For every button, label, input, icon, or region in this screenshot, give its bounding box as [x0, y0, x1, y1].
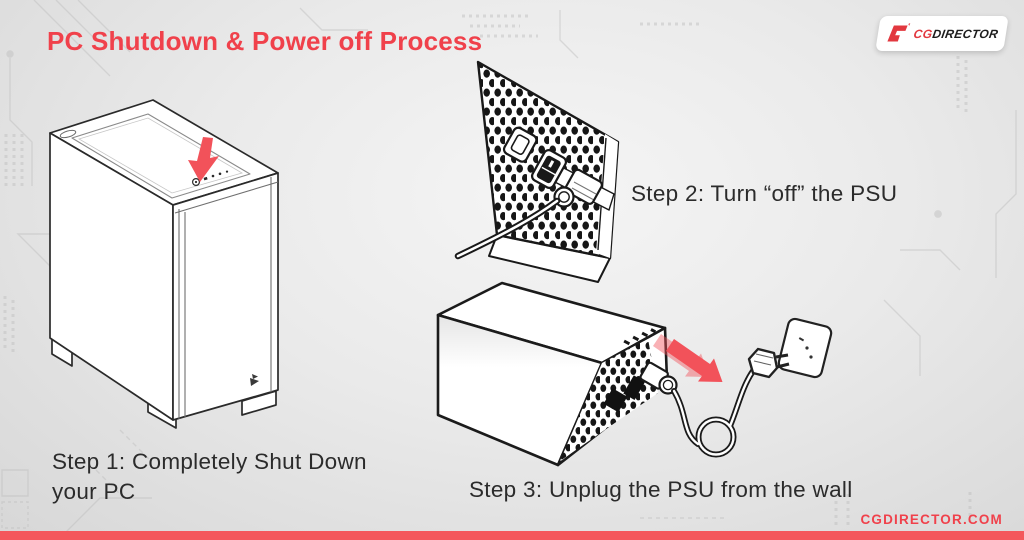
page-title: PC Shutdown & Power off Process [47, 26, 483, 56]
step-3-label: Step 3: Unplug the PSU from the wall [469, 477, 853, 502]
wall-outlet-plate [777, 317, 833, 379]
psu-rear-panel-illustration [454, 60, 620, 283]
website-url: CGDIRECTOR.COM [860, 512, 1003, 527]
psu-switch-cutout [502, 126, 538, 163]
psu-rocker-switch [530, 149, 568, 189]
footer-red-bar [0, 531, 1024, 540]
corsair-logo-mark [250, 374, 259, 386]
step-2-label: Step 2: Turn “off” the PSU [631, 181, 898, 206]
power-button-arrow-icon [188, 137, 219, 182]
power-cable [671, 368, 756, 458]
cgdirector-g-mark-icon [887, 23, 911, 42]
logo-text-cg: CG [912, 26, 934, 41]
step-1-label: Step 1: Completely Shut Down your PC [52, 447, 367, 507]
psu-unplug-illustration [436, 281, 833, 467]
power-button-row [192, 170, 229, 186]
logo-text-director: DIRECTOR [931, 26, 1000, 41]
cgdirector-logo: CGDIRECTOR [875, 16, 1009, 51]
unplug-arrow-icon [666, 339, 723, 382]
wall-plug [747, 347, 790, 379]
cgdirector-logo-text: CGDIRECTOR [913, 27, 1000, 41]
step-1-line-1: Step 1: Completely Shut Down [52, 449, 367, 474]
step-1-line-2: your PC [52, 479, 136, 504]
pc-tower-illustration [49, 99, 279, 429]
